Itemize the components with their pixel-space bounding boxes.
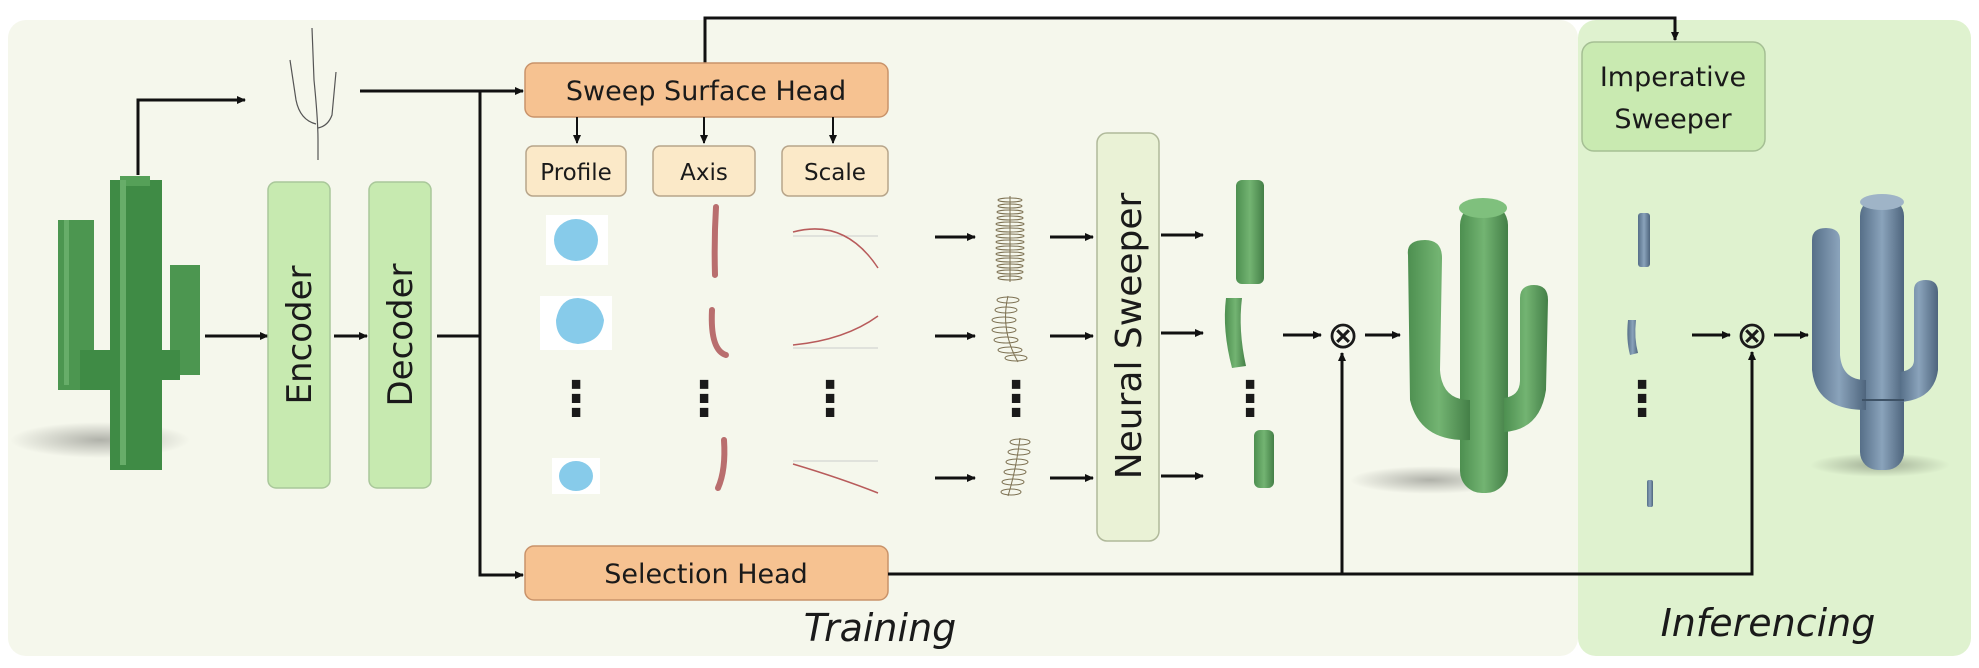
parts-ellipsis: ⋮ [1226,371,1274,427]
axis-box [652,145,756,197]
decoder-box [368,181,432,489]
voxel-cactus-image [10,176,200,470]
head-down-arrows [573,117,837,144]
inferencing-panel [1578,20,1971,656]
imperative-sweeper-label-line1: Imperative [1600,62,1746,93]
to-wireframe-arrows [935,233,976,482]
skeleton-sketch-image [289,27,337,160]
neural-sweeper-box [1096,132,1160,542]
training-combine: ⊗ [1283,313,1401,357]
axis-label: Axis [680,160,728,186]
to-neural-sweeper-arrows [1050,233,1094,482]
from-neural-sweeper-arrows [1161,231,1204,480]
training-panel [8,20,1578,656]
inference-combine-symbol: ⊗ [1736,313,1768,357]
profile-images [540,215,612,494]
green-primitive-images [1224,180,1274,488]
training-title: Training [804,606,957,650]
selection-head-label: Selection Head [604,559,808,590]
training-combine-symbol: ⊗ [1327,313,1359,357]
wireframe-ellipsis: ⋮ [992,371,1040,427]
scale-images [792,228,879,494]
sweep-surface-head-box [524,62,889,118]
neural-sweeper-label: Neural Sweeper [1109,193,1150,480]
profile-ellipsis: ⋮ [552,371,600,427]
scale-label: Scale [804,160,866,186]
encoder-box [267,181,331,489]
decoder-label: Decoder [381,263,421,406]
blue-cactus-image [1810,194,1950,477]
axis-ellipsis: ⋮ [680,371,728,427]
profile-box [525,145,627,197]
selection-arrows [888,351,1756,576]
encoder-label: Encoder [280,265,320,404]
blue-primitive-images [1627,213,1653,507]
axis-images [708,204,729,491]
scale-ellipsis: ⋮ [806,371,854,427]
input-arrows [136,16,1679,579]
inference-parts-ellipsis: ⋮ [1618,371,1666,427]
imperative-sweeper-label-line2: Sweeper [1614,104,1732,135]
inference-combine: ⊗ [1692,313,1809,357]
profile-label: Profile [540,160,612,186]
imperative-sweeper-box [1581,41,1766,152]
scale-box [781,145,889,197]
inferencing-title: Inferencing [1661,601,1876,645]
sweep-surface-head-label: Sweep Surface Head [566,76,846,107]
green-cactus-image [1350,198,1548,494]
sweep-wireframe-images [991,196,1031,497]
